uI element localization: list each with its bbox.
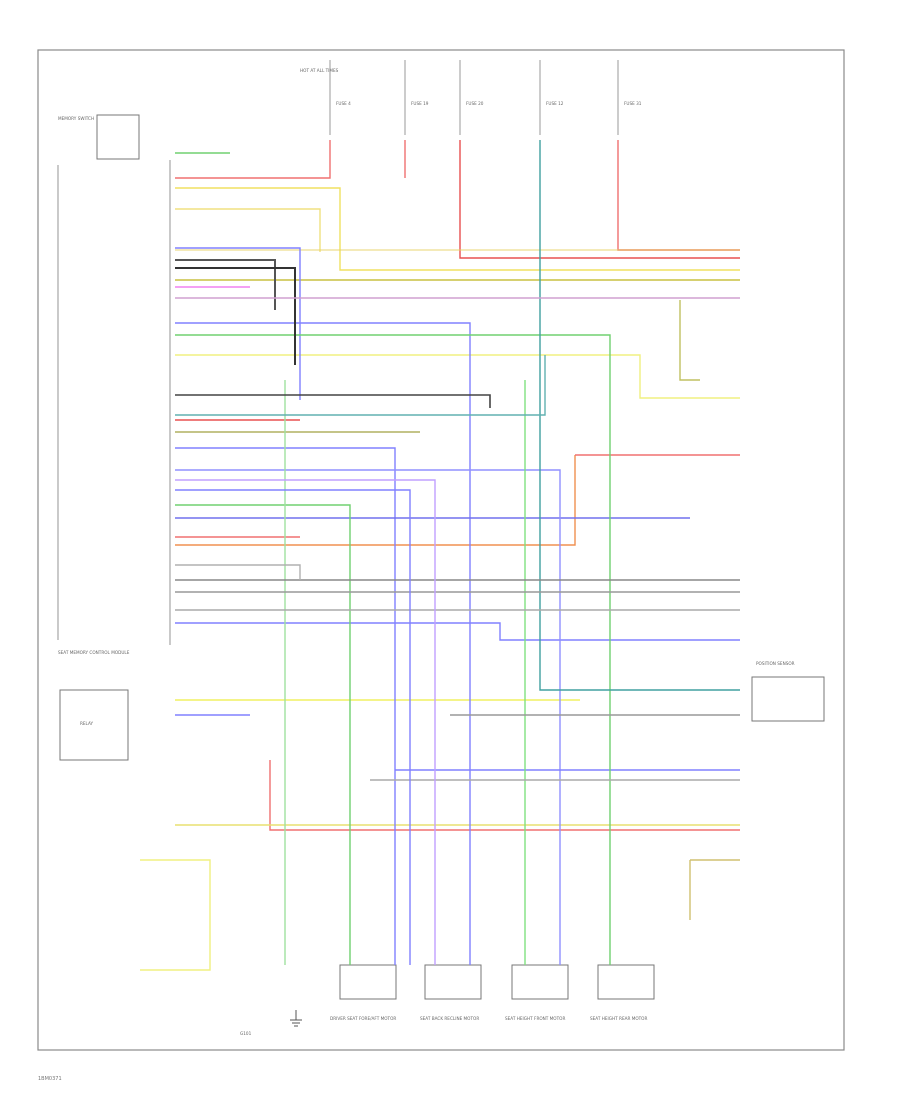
switch-label: MEMORY SWITCH	[58, 116, 94, 121]
motor-4-box	[597, 964, 655, 1000]
footer-code: 1BM0371	[38, 1076, 62, 1082]
fuse-labels: FUSE 4 FUSE 19 FUSE 20 FUSE 12 FUSE 31	[336, 101, 642, 106]
fuse-feeds	[329, 60, 619, 135]
fuse-label-1: FUSE 4	[336, 101, 351, 106]
motor-labels: DRIVER SEAT FORE/AFT MOTOR SEAT BACK REC…	[330, 1016, 647, 1021]
motor-label-3: SEAT HEIGHT FRONT MOTOR	[505, 1016, 565, 1021]
motor-2-box	[424, 964, 482, 1000]
memory-switch-box	[96, 114, 140, 160]
diagram-frame	[37, 49, 845, 1051]
motor-label-1: DRIVER SEAT FORE/AFT MOTOR	[330, 1016, 396, 1021]
ground-label: G101	[240, 1031, 252, 1036]
motor-label-2: SEAT BACK RECLINE MOTOR	[420, 1016, 479, 1021]
fuse-label-3: FUSE 20	[466, 101, 484, 106]
motor-1-box	[339, 964, 397, 1000]
position-sensor-label: POSITION SENSOR	[756, 661, 795, 666]
wires	[140, 140, 740, 971]
fuse-label-5: FUSE 31	[624, 101, 642, 106]
position-sensor-box	[751, 676, 825, 722]
motor-3-box	[511, 964, 569, 1000]
ground-symbols	[290, 1010, 302, 1027]
fuse-label-2: FUSE 19	[411, 101, 429, 106]
relay-label: RELAY	[80, 721, 94, 726]
ecu-label: SEAT MEMORY CONTROL MODULE	[58, 650, 130, 655]
hot-at-label: HOT AT ALL TIMES	[300, 68, 339, 73]
fuse-label-4: FUSE 12	[546, 101, 564, 106]
relay-box-left	[59, 689, 129, 761]
motor-label-4: SEAT HEIGHT REAR MOTOR	[590, 1016, 647, 1021]
